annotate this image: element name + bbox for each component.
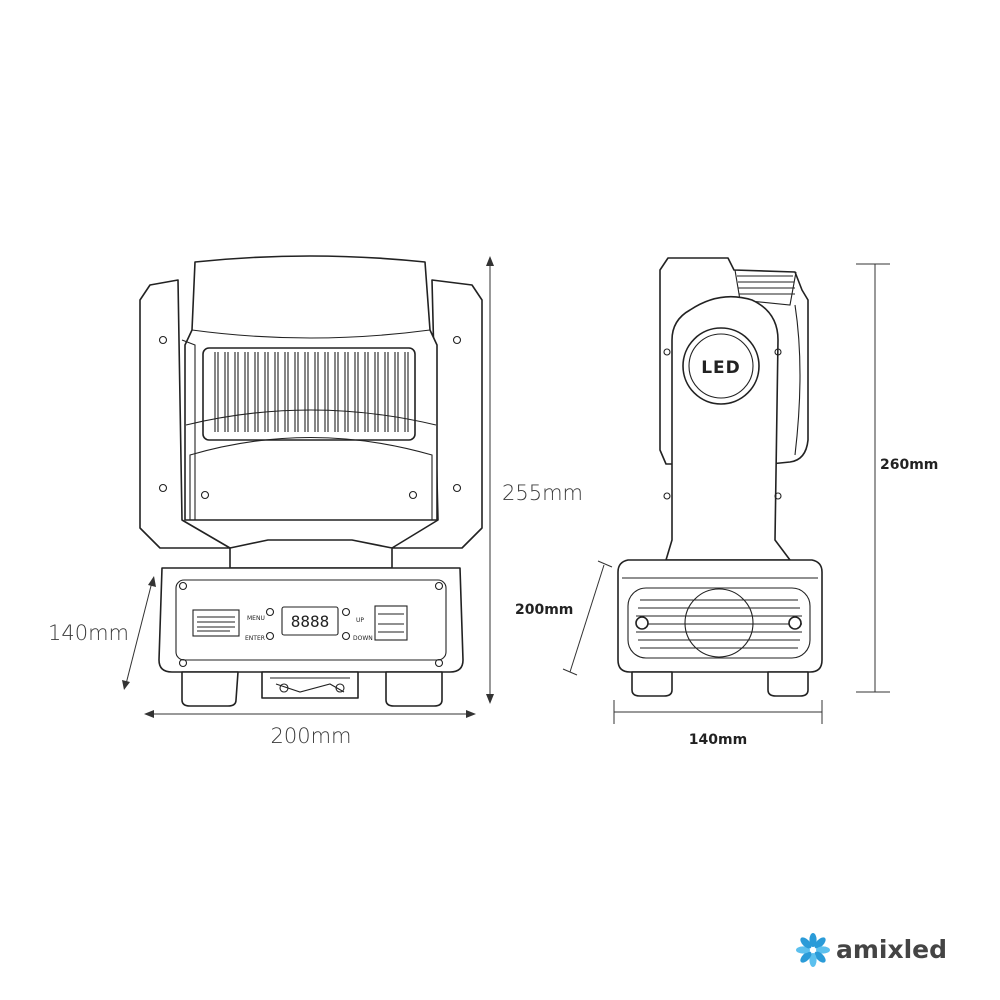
yoke-left-arm	[139, 279, 231, 549]
enter-label: ENTER	[245, 635, 265, 642]
side-view: LED 260mm 200mm 140mm	[515, 257, 938, 748]
left-foot	[181, 671, 239, 707]
side-width-label: 140mm	[689, 732, 747, 748]
side-foot-right	[767, 671, 809, 697]
led-display	[281, 606, 339, 636]
side-depth-dimension: 200mm	[515, 560, 613, 676]
side-depth-label: 200mm	[515, 602, 573, 618]
front-width-dimension: 200mm	[144, 710, 476, 748]
side-height-label: 260mm	[880, 457, 938, 473]
base-body	[158, 567, 464, 673]
brand-name: amixled	[836, 935, 947, 964]
control-panel	[175, 579, 447, 661]
right-foot	[385, 671, 443, 707]
led-head-disc	[682, 327, 760, 405]
side-width-dimension: 140mm	[613, 700, 823, 748]
side-height-dimension: 260mm	[856, 263, 938, 693]
side-handle-screw-right	[788, 616, 802, 630]
up-label: UP	[356, 617, 364, 624]
cooling-fins-window	[202, 347, 416, 441]
bottom-connector	[261, 671, 359, 699]
front-height-dimension: 255mm	[486, 256, 583, 704]
certification-marks	[374, 605, 408, 641]
cooling-fins	[214, 352, 409, 432]
front-depth-label: 140mm	[48, 621, 129, 645]
up-button[interactable]	[341, 607, 351, 617]
warning-label	[192, 609, 240, 637]
side-handle-screw-left	[635, 616, 649, 630]
front-width-label: 200mm	[271, 724, 352, 748]
display-digits: 8888	[291, 612, 330, 631]
led-label: LED	[701, 358, 741, 378]
enter-button[interactable]	[265, 631, 275, 641]
brand-logo: amixled	[796, 933, 947, 967]
base-neck	[229, 539, 393, 569]
down-button[interactable]	[341, 631, 351, 641]
front-height-label: 255mm	[502, 481, 583, 505]
down-label: DOWN	[353, 635, 373, 642]
brand-flower-icon	[796, 933, 830, 967]
side-vent-panel	[627, 587, 811, 659]
front-view: MENU ENTER 8888 UP DOWN 255mm 200	[48, 255, 583, 748]
menu-button[interactable]	[265, 607, 275, 617]
side-foot-left	[631, 671, 673, 697]
front-depth-dimension: 140mm	[48, 576, 156, 690]
menu-label: MENU	[247, 615, 265, 622]
